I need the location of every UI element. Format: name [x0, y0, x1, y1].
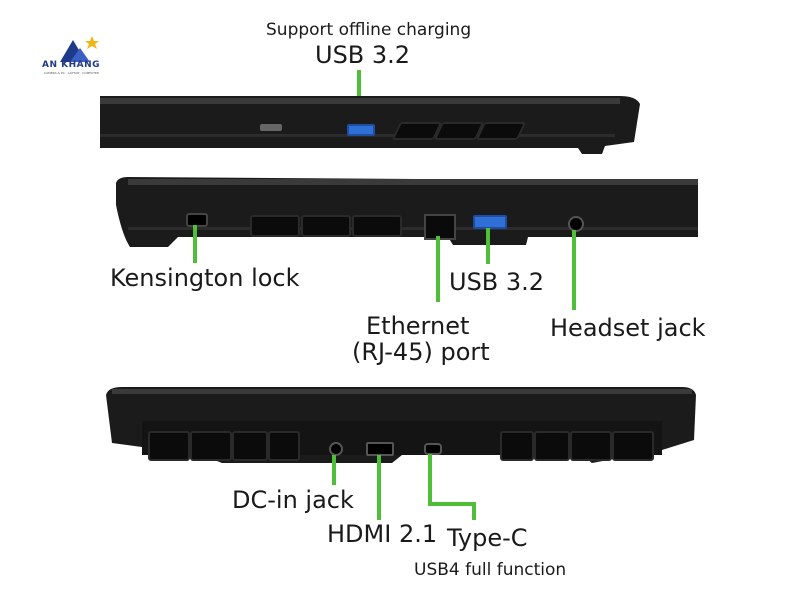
dc-in-label: DC-in jack — [232, 486, 354, 514]
kensington-label: Kensington lock — [110, 264, 300, 292]
side-usb-callout-line — [486, 228, 490, 264]
kensington-slot — [186, 213, 208, 227]
side-usb-port — [473, 215, 507, 229]
ethernet-callout-line — [436, 236, 440, 302]
top-usb-port — [347, 124, 375, 136]
rear-vent-left-4 — [268, 431, 300, 461]
hdmi-port — [366, 442, 394, 456]
headset-label: Headset jack — [550, 314, 706, 342]
side-vent-1 — [250, 215, 300, 237]
typec-label: Type-C — [447, 524, 528, 552]
hdmi-callout-line — [377, 455, 381, 520]
typec-callout-line-down — [472, 502, 476, 520]
rear-vent-left-1 — [148, 431, 190, 461]
kensington-callout-line — [193, 225, 197, 263]
dc-in-callout-line — [332, 455, 336, 485]
ethernet-label-line1: Ethernet — [366, 312, 470, 340]
headset-jack-port — [568, 216, 584, 232]
rear-vent-right-1 — [500, 431, 534, 461]
rear-vent-right-4 — [612, 431, 654, 461]
offline-charging-note: Support offline charging — [266, 20, 472, 40]
rear-vent-left-3 — [232, 431, 268, 461]
rear-vent-right-2 — [534, 431, 570, 461]
top-usb-label: USB 3.2 — [315, 41, 411, 69]
typec-callout-line-vertical — [428, 454, 432, 506]
side-usb-label: USB 3.2 — [449, 268, 545, 296]
logo-mountain-icon — [60, 36, 99, 62]
typec-callout-line-horizontal — [428, 502, 476, 506]
ethernet-label-line2: (RJ-45) port — [352, 338, 490, 366]
top-vent-3 — [475, 122, 527, 140]
dc-in-port — [329, 442, 343, 456]
headset-callout-line — [572, 230, 576, 310]
typec-port — [424, 443, 442, 455]
logo-text: AN KHANG — [42, 60, 101, 70]
side-vent-3 — [352, 215, 402, 237]
hdmi-label: HDMI 2.1 — [327, 520, 438, 548]
usb4-note: USB4 full function — [414, 560, 567, 580]
logo-tagline: CAMERA & PC · LAPTOP · COMPUTER — [44, 71, 99, 75]
side-vent-2 — [301, 215, 351, 237]
rear-vent-left-2 — [190, 431, 232, 461]
ethernet-port — [424, 214, 456, 240]
rear-vent-right-3 — [570, 431, 612, 461]
brand-logo: AN KHANG CAMERA & PC · LAPTOP · COMPUTER — [40, 30, 120, 80]
